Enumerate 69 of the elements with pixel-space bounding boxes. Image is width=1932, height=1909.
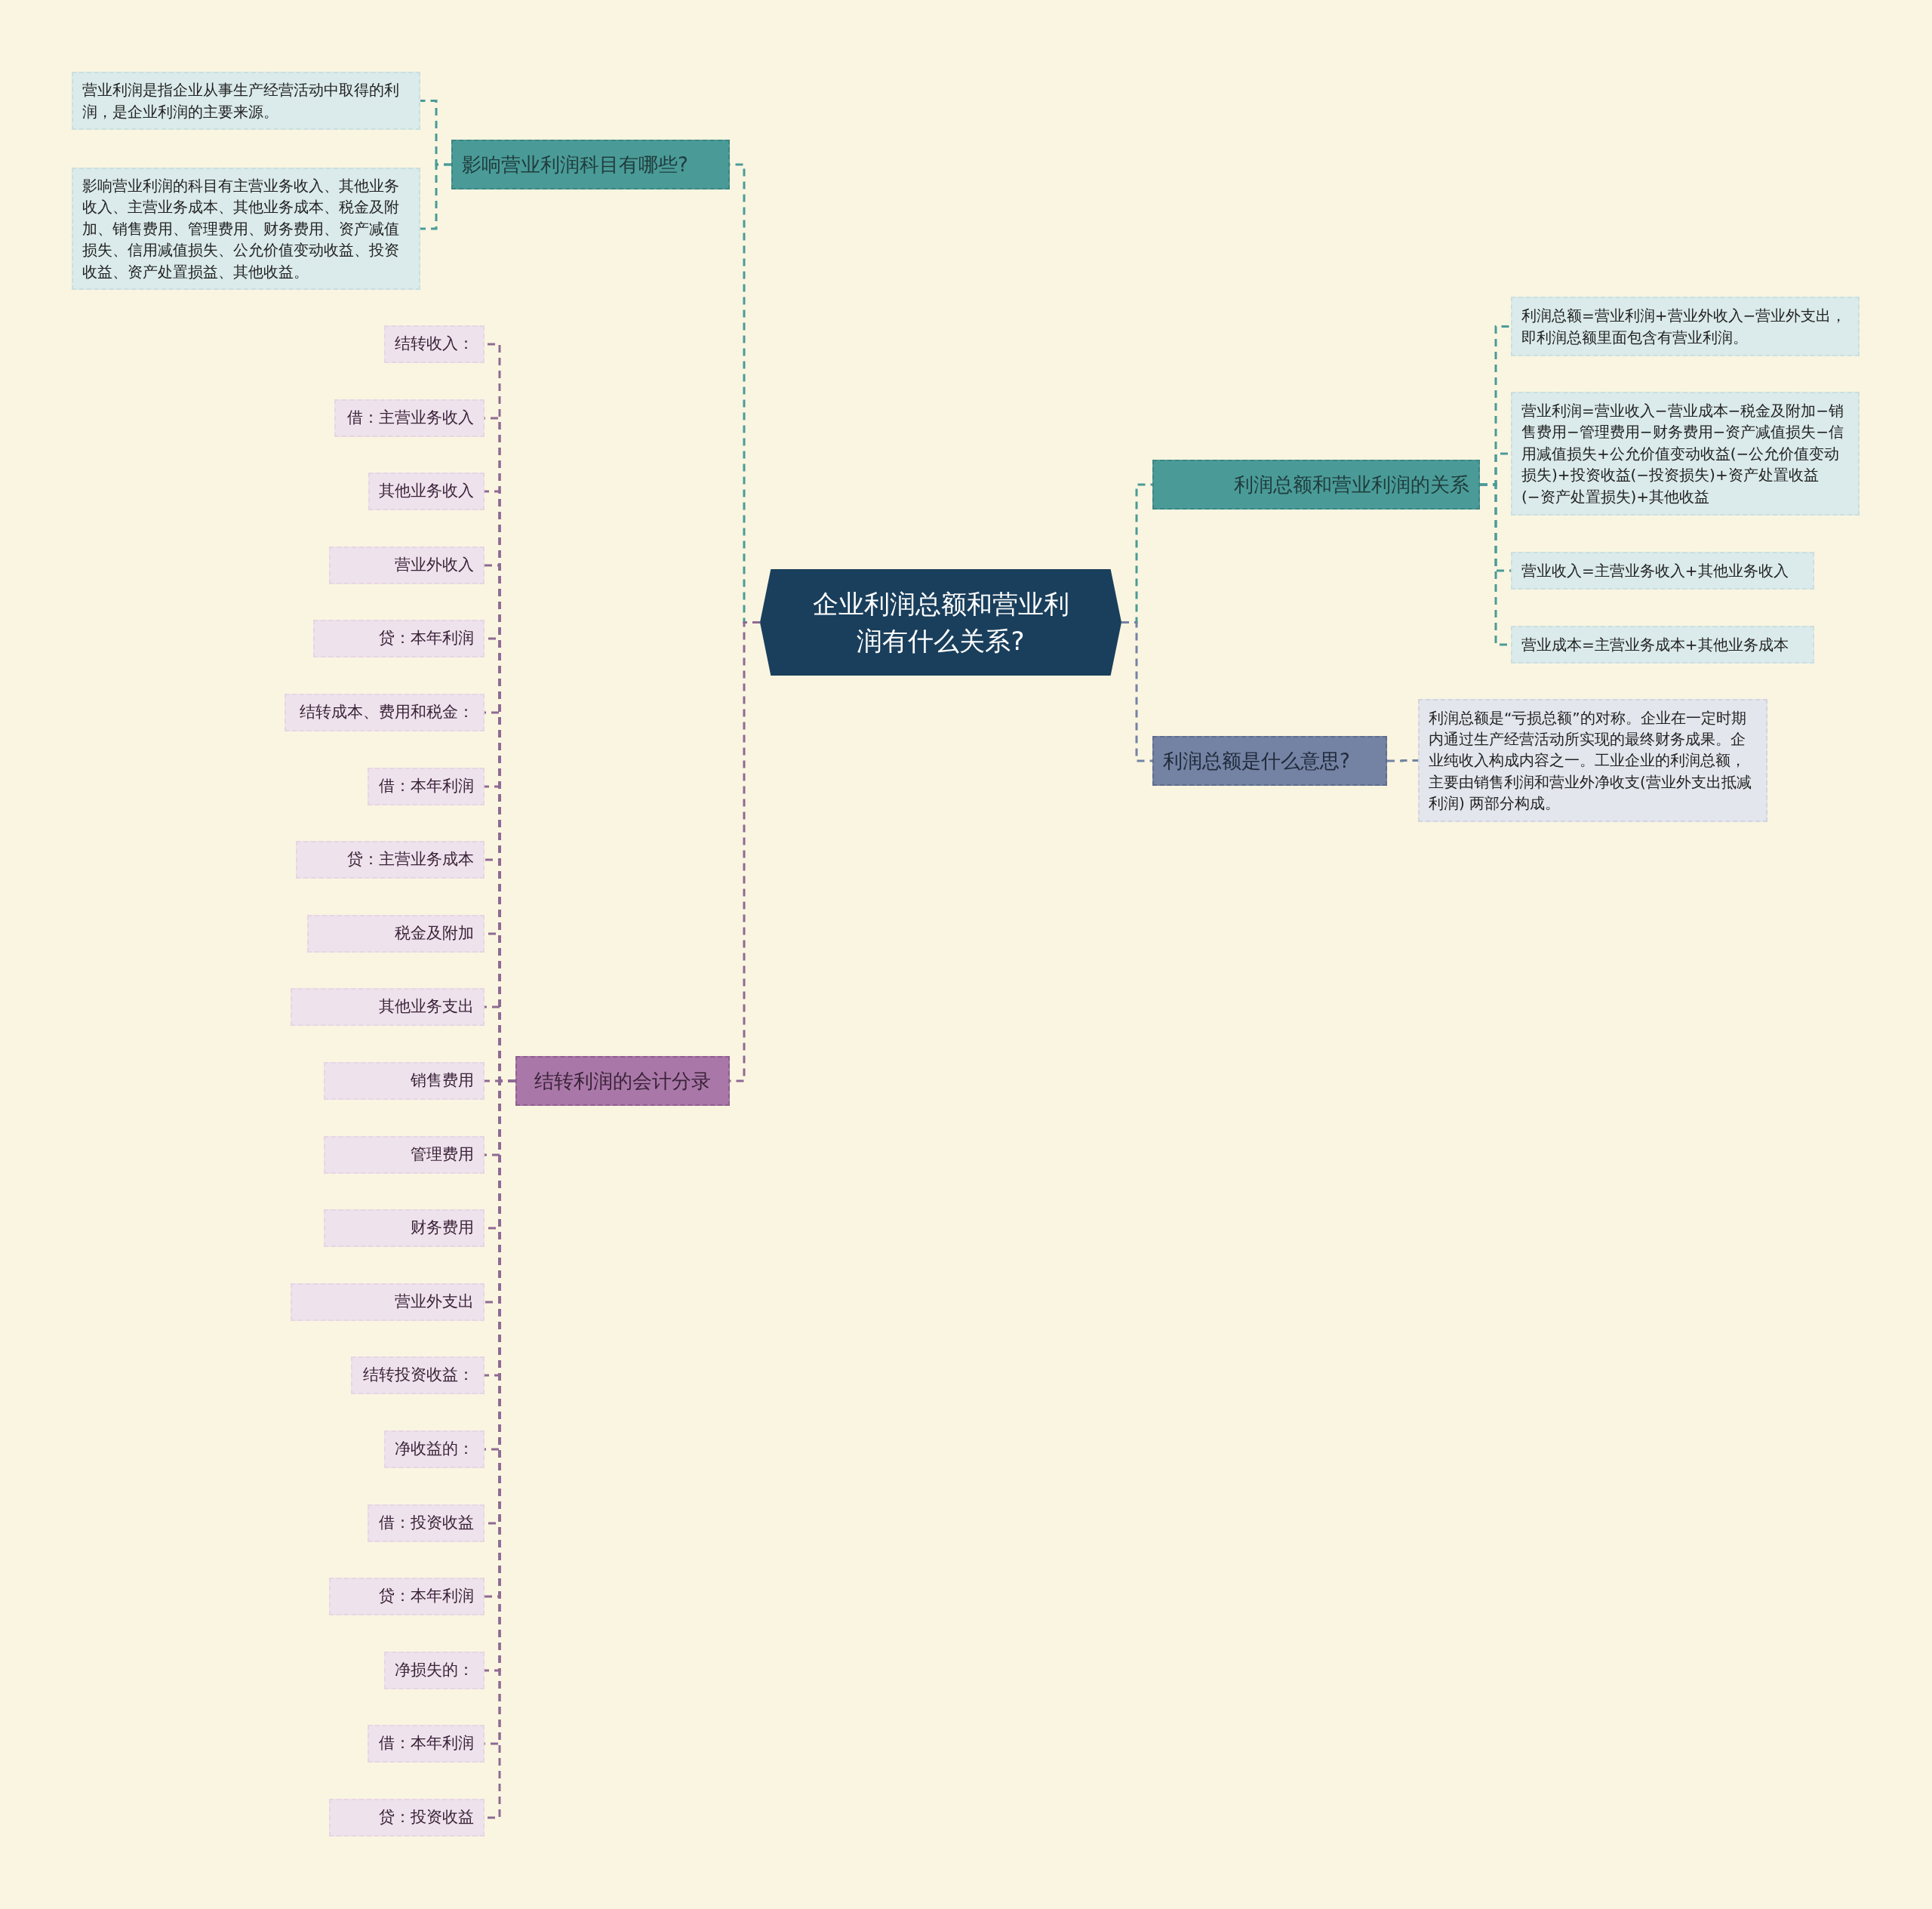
- topic-text: 借：本年利润: [379, 1733, 474, 1754]
- note-card: [1511, 392, 1860, 516]
- note-card: [1418, 699, 1767, 822]
- topic-text: 影响营业利润的科目有主营业务收入、其他业务收入、主营业务成本、其他业务成本、税金及附加、销售费用、管理费用、财务费用、资产减值损失、信用减值损失、公允价值变动收益、投资收益、资产处置损益、其他收益。: [82, 176, 400, 282]
- topic-text: 利润总额是“亏损总额”的对称。企业在一定时期内通过生产经营活动所实现的最终财务成果。企业纯收入构成内容之一。工业企业的利润总额，主要由销售利润和营业外净收支(营业外支出抵减利润) 两部分构成。: [1429, 707, 1752, 814]
- topic-text: 借：主营业务收入: [347, 408, 474, 429]
- leaf-topic: [324, 1062, 485, 1100]
- leaf-topic: [384, 1430, 485, 1468]
- connector-line: [1387, 759, 1418, 762]
- topic-text: 贷：主营业务成本: [347, 849, 474, 870]
- leaf-topic: [324, 1209, 485, 1247]
- leaf-topic: [285, 694, 485, 731]
- topic-text: 结转利润的会计分录: [534, 1068, 711, 1094]
- topic-text: 利润总额是什么意思?: [1163, 748, 1350, 774]
- leaf-topic: [296, 841, 485, 879]
- topic-text: 利润总额=营业利润+营业外收入−营业外支出，即利润总额里面包含有营业利润。: [1521, 306, 1847, 348]
- leaf-topic: [329, 1578, 485, 1615]
- leaf-topic: [324, 1136, 485, 1174]
- leaf-topic: [368, 473, 485, 510]
- topic-text: 贷：本年利润: [379, 1586, 474, 1607]
- leaf-topic: [368, 1504, 485, 1542]
- topic-text: 营业利润=营业收入−营业成本−税金及附加−销售费用−管理费用−财务费用−资产减值损失−信用减值损失+公允价值变动收益(−公允价值变动损失)+投资收益(−投资损失)+资产处置收益(−资产处置损失)+其他收益: [1521, 401, 1845, 507]
- connector-line: [420, 163, 451, 230]
- note-card: [1511, 626, 1814, 664]
- branch-topic: [1152, 460, 1480, 510]
- topic-text: 结转投资收益：: [363, 1365, 474, 1386]
- leaf-topic: [368, 1725, 485, 1763]
- leaf-topic: [329, 1799, 485, 1837]
- topic-text: 净收益的：: [395, 1439, 474, 1460]
- topic-text: 净损失的：: [395, 1660, 474, 1681]
- topic-text: 结转收入：: [395, 334, 474, 355]
- topic-text: 贷：投资收益: [379, 1807, 474, 1828]
- topic-text: 借：投资收益: [379, 1513, 474, 1534]
- topic-text: 管理费用: [411, 1144, 474, 1165]
- topic-text: 营业外支出: [395, 1292, 474, 1313]
- topic-text: 税金及附加: [395, 923, 474, 944]
- topic-text: 营业利润是指企业从事生产经营活动中取得的利润，是企业利润的主要来源。: [82, 80, 400, 122]
- leaf-topic: [313, 620, 485, 657]
- leaf-topic: [384, 325, 485, 363]
- note-card: [1511, 297, 1860, 356]
- branch-topic: [515, 1056, 730, 1106]
- topic-text: 其他业务收入: [379, 481, 474, 502]
- topic-text: 贷：本年利润: [379, 628, 474, 649]
- topic-text: 营业外收入: [395, 555, 474, 576]
- leaf-topic: [368, 768, 485, 805]
- note-card: [72, 72, 420, 130]
- note-card: [72, 168, 420, 290]
- topic-text: 销售费用: [411, 1070, 474, 1092]
- branch-topic: [1152, 736, 1387, 786]
- topic-text: 营业收入=主营业务收入+其他业务收入: [1521, 560, 1789, 581]
- connector-line: [1121, 621, 1152, 762]
- branch-topic: [451, 140, 730, 189]
- topic-text: 影响营业利润科目有哪些?: [462, 152, 688, 177]
- leaf-topic: [329, 547, 485, 584]
- topic-text: 借：本年利润: [379, 776, 474, 797]
- topic-text: 企业利润总额和营业利润有什么关系?: [811, 588, 1070, 657]
- note-card: [1511, 552, 1814, 590]
- topic-text: 利润总额和营业利润的关系: [1234, 472, 1469, 497]
- leaf-topic: [334, 399, 485, 437]
- hexagon-topic: [760, 569, 1121, 676]
- leaf-topic: [307, 915, 485, 953]
- topic-text: 财务费用: [411, 1218, 474, 1239]
- leaf-topic: [291, 1283, 485, 1321]
- topic-text: 营业成本=主营业务成本+其他业务成本: [1521, 634, 1789, 655]
- leaf-topic: [384, 1652, 485, 1689]
- leaf-topic: [291, 988, 485, 1026]
- leaf-topic: [351, 1356, 485, 1394]
- topic-text: 结转成本、费用和税金：: [300, 702, 474, 723]
- topic-text: 其他业务支出: [379, 996, 474, 1018]
